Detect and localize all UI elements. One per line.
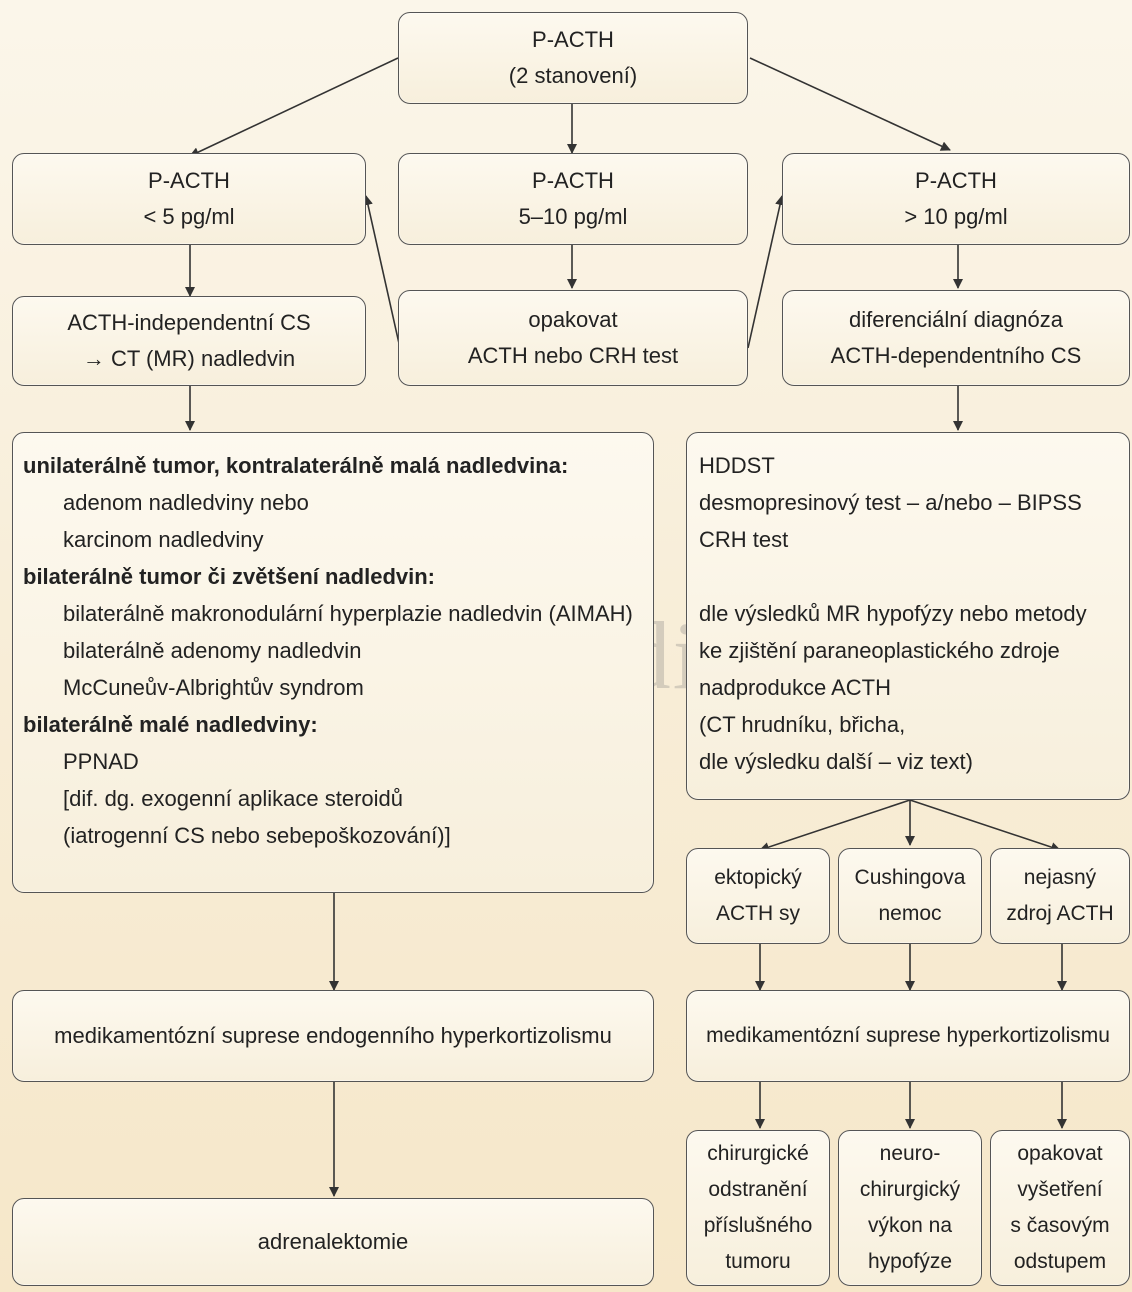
node-med-left: medikamentózní suprese endogenního hyper… bbox=[12, 990, 654, 1082]
finding-heading: bilaterálně tumor či zvětšení nadledvin: bbox=[23, 564, 435, 589]
node-cushing: Cushingova nemoc bbox=[838, 848, 982, 944]
node-neurosurgery-line: chirurgický bbox=[859, 1178, 961, 1201]
node-neurosurgery-line: hypofýze bbox=[867, 1250, 953, 1273]
node-ectopic-line2: ACTH sy bbox=[716, 902, 800, 925]
node-acth-independent: ACTH-independentní CS → CT (MR) nadledvi… bbox=[12, 296, 366, 386]
node-unclear-line2: zdroj ACTH bbox=[1006, 902, 1114, 925]
test-line: nadprodukce ACTH bbox=[699, 675, 891, 700]
node-cushing-line1: Cushingova bbox=[854, 866, 966, 889]
node-diff-diag-line1: diferenciální diagnóza bbox=[848, 307, 1064, 332]
test-line: HDDST bbox=[699, 453, 775, 478]
node-level-high-line1: P-ACTH bbox=[915, 168, 997, 193]
node-med-left-label: medikamentózní suprese endogenního hyper… bbox=[54, 1023, 612, 1048]
node-level-high: P-ACTH > 10 pg/ml bbox=[782, 153, 1130, 245]
node-acth-independent-line1: ACTH-independentní CS bbox=[67, 310, 311, 335]
node-med-right: medikamentózní suprese hyperkortizolismu bbox=[686, 990, 1130, 1082]
finding-item: bilaterálně makronodulární hyperplazie n… bbox=[63, 601, 633, 626]
node-adrenalectomy: adrenalektomie bbox=[12, 1198, 654, 1286]
arrow-repeat-to-low bbox=[363, 195, 401, 349]
node-level-high-line2: > 10 pg/ml bbox=[904, 204, 1008, 229]
finding-item: [dif. dg. exogenní aplikace steroidů bbox=[63, 786, 404, 811]
node-repeat-test-line1: opakovat bbox=[528, 307, 618, 332]
arrow-tests-to-ectopic bbox=[759, 799, 911, 852]
node-level-low-line1: P-ACTH bbox=[148, 168, 230, 193]
node-med-right-label: medikamentózní suprese hyperkortizolismu bbox=[706, 1024, 1110, 1047]
node-surgery-line: příslušného bbox=[703, 1214, 813, 1237]
node-right-tests: HDDST desmopresinový test – a/nebo – BIP… bbox=[686, 432, 1130, 800]
node-adrenalectomy-label: adrenalektomie bbox=[257, 1229, 409, 1254]
node-top-line2: (2 stanovení) bbox=[508, 63, 638, 88]
test-line: desmopresinový test – a/nebo – BIPSS bbox=[699, 490, 1082, 515]
test-line: (CT hrudníku, břicha, bbox=[699, 712, 906, 737]
node-ectopic-line1: ektopický bbox=[714, 866, 802, 889]
node-repeat-exam-line: opakovat bbox=[1017, 1142, 1103, 1165]
test-line: dle výsledků MR hypofýzy nebo metody bbox=[699, 601, 1087, 626]
node-surgery-line: odstranění bbox=[708, 1178, 808, 1201]
node-left-findings: unilaterálně tumor, kontralaterálně malá… bbox=[12, 432, 654, 893]
node-level-low: P-ACTH < 5 pg/ml bbox=[12, 153, 366, 245]
finding-item: McCuneův-Albrightův syndrom bbox=[63, 675, 364, 700]
node-repeat-exam: opakovat vyšetření s časovým odstupem bbox=[990, 1130, 1130, 1286]
node-cushing-line2: nemoc bbox=[878, 902, 942, 925]
node-surgery-line: chirurgické bbox=[707, 1142, 809, 1165]
node-unclear: nejasný zdroj ACTH bbox=[990, 848, 1130, 944]
node-repeat-exam-line: vyšetření bbox=[1017, 1178, 1103, 1201]
test-line: CRH test bbox=[699, 527, 789, 552]
node-repeat-test: opakovat ACTH nebo CRH test bbox=[398, 290, 748, 386]
node-diff-diag: diferenciální diagnóza ACTH-dependentníh… bbox=[782, 290, 1130, 386]
node-level-mid-line2: 5–10 pg/ml bbox=[518, 204, 628, 229]
node-level-mid-line1: P-ACTH bbox=[532, 168, 614, 193]
node-unclear-line1: nejasný bbox=[1023, 866, 1097, 889]
node-top: P-ACTH (2 stanovení) bbox=[398, 12, 748, 104]
finding-heading: bilaterálně malé nadledviny: bbox=[23, 712, 318, 737]
node-ectopic: ektopický ACTH sy bbox=[686, 848, 830, 944]
node-surgery-line: tumoru bbox=[725, 1250, 791, 1273]
node-repeat-exam-line: odstupem bbox=[1013, 1250, 1107, 1273]
finding-heading: unilaterálně tumor, kontralaterálně malá… bbox=[23, 453, 569, 478]
arrow-tests-to-unclear bbox=[909, 799, 1061, 852]
finding-item: PPNAD bbox=[63, 749, 139, 774]
node-acth-independent-line2: → CT (MR) nadledvin bbox=[82, 346, 296, 371]
node-neurosurgery-line: výkon na bbox=[867, 1214, 953, 1237]
arrow-repeat-to-high bbox=[747, 195, 785, 349]
node-diff-diag-line2: ACTH-dependentního CS bbox=[830, 343, 1082, 368]
finding-item: adenom nadledviny nebo bbox=[63, 490, 309, 515]
finding-item: (iatrogenní CS nebo sebepoškozování)] bbox=[63, 823, 451, 848]
node-repeat-exam-line: s časovým bbox=[1010, 1214, 1110, 1237]
arrow-top-to-low bbox=[189, 57, 399, 157]
node-level-mid: P-ACTH 5–10 pg/ml bbox=[398, 153, 748, 245]
node-neurosurgery-line: neuro- bbox=[879, 1142, 941, 1165]
node-level-low-line2: < 5 pg/ml bbox=[143, 204, 235, 229]
finding-item: bilaterálně adenomy nadledvin bbox=[63, 638, 362, 663]
test-line: ke zjištění paraneoplastického zdroje bbox=[699, 638, 1060, 663]
node-surgery: chirurgické odstranění příslušného tumor… bbox=[686, 1130, 830, 1286]
node-repeat-test-line2: ACTH nebo CRH test bbox=[467, 343, 679, 368]
arrow-top-to-high bbox=[749, 57, 951, 151]
finding-item: karcinom nadledviny bbox=[63, 527, 264, 552]
test-line: dle výsledku další – viz text) bbox=[699, 749, 973, 774]
node-top-line1: P-ACTH bbox=[532, 27, 614, 52]
node-neurosurgery: neuro- chirurgický výkon na hypofýze bbox=[838, 1130, 982, 1286]
